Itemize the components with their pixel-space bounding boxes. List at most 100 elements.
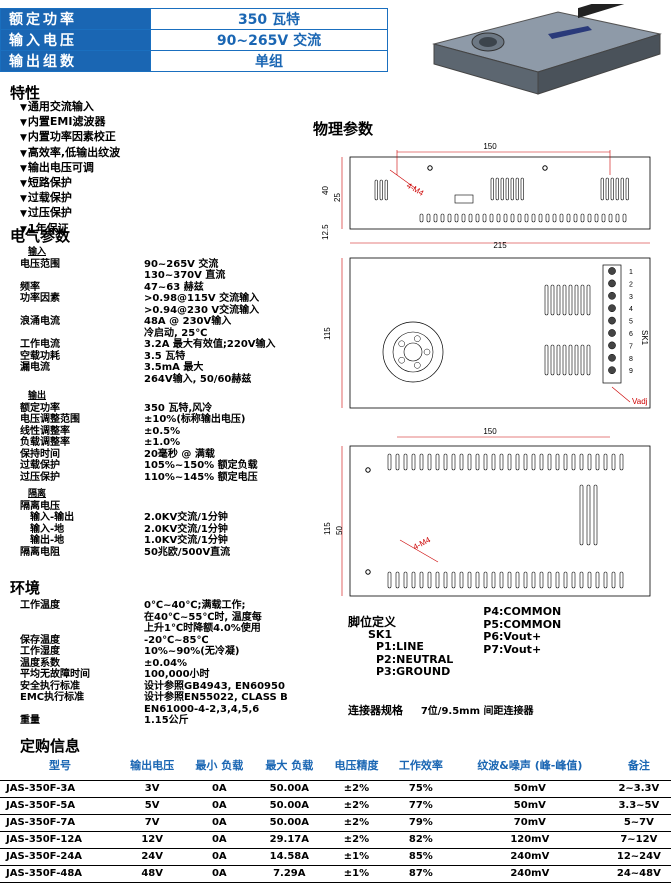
dim-length: 215 (493, 241, 507, 250)
electrical-title: 电气参数 (10, 227, 71, 245)
terminal-number: 2 (629, 281, 633, 288)
product-image (432, 4, 662, 95)
input-param: 冷启动, 25℃ (20, 328, 276, 340)
vent-slot (586, 344, 591, 376)
input-param-value: 47~63 赫兹 (144, 281, 204, 293)
terminal-screw (608, 279, 616, 288)
table-cell: 0A (184, 865, 255, 883)
spec-key: 输出组数 (0, 50, 151, 72)
table-cell: 3V (119, 780, 185, 798)
output-param-label: 过载保护 (20, 460, 60, 471)
vent-slot (419, 571, 424, 589)
vent-slot (419, 453, 424, 471)
vent-slot (544, 344, 549, 376)
input-param-label: 空载功耗 (20, 350, 60, 362)
vent-slot (379, 179, 383, 201)
pinout-section: 脚位定义 SK1 P1:LINE P2:NEUTRAL P3:GROUND P4… (348, 605, 561, 679)
terminal-number: 5 (629, 319, 633, 326)
vent-slot (467, 453, 472, 471)
output-param-value: ±0.5% (144, 425, 181, 437)
vent-slot (579, 484, 584, 546)
vent-slot (587, 571, 592, 589)
output-param-value: 350 瓦特,风冷 (144, 402, 213, 414)
table-cell: 5V (119, 797, 185, 815)
features-title: 特性 (10, 84, 41, 102)
connector-spec-label: 连接器规格 (348, 704, 403, 717)
feature-item: 内置EMI滤波器 (20, 115, 120, 130)
spec-row: 输入电压 90~265V 交流 (0, 29, 388, 51)
environment-title: 环境 (10, 579, 41, 597)
isolation-param-label: 隔离电阻 (20, 546, 60, 558)
table-cell: 50mV (453, 780, 607, 798)
input-param-value: 3.2A 最大有效值;220V输入 (144, 339, 276, 350)
vent-slot (531, 453, 536, 471)
table-cell: 29.17A (254, 831, 325, 849)
input-param: 264V输入, 50/60赫兹 (20, 374, 276, 386)
environment-param-value: EN61000-4-2,3,4,5,6 (144, 703, 260, 715)
vent-slot (435, 453, 440, 471)
vent-slot (467, 571, 472, 589)
input-subtitle: 输入 (28, 247, 47, 257)
table-cell: ±2% (324, 780, 389, 798)
vent-slot (587, 213, 592, 223)
table-cell: 50.00A (254, 780, 325, 798)
vent-slot (503, 213, 508, 223)
input-param-value: >0.98@115V 交流输入 (144, 293, 260, 304)
feature-item: 通用交流输入 (20, 100, 120, 115)
vent-slot (544, 284, 549, 316)
vent-slot (552, 213, 557, 223)
environment-param-label (20, 623, 144, 635)
vent-slot (403, 453, 408, 471)
input-param: 空载功耗 3.5 瓦特 (20, 351, 276, 363)
spec-value: 单组 (150, 50, 388, 72)
input-param: >0.94@230 V交流输入 (20, 305, 276, 317)
environment-param-label: 平均无故障时间 (20, 669, 90, 680)
feature-item: 短路保护 (20, 176, 120, 191)
fan-grille (382, 321, 444, 383)
vent-slot (580, 344, 585, 376)
vent-slot (507, 571, 512, 589)
table-cell: 12V (119, 831, 185, 849)
environment-param-label (20, 612, 144, 624)
order-header-cell: 输出电压 (119, 752, 185, 781)
vent-slot (395, 453, 400, 471)
vent-slot (515, 177, 519, 201)
input-param: 工作电流 3.2A 最大有效值;220V输入 (20, 339, 276, 351)
vent-slot (499, 571, 504, 589)
vent-slot (427, 453, 432, 471)
vent-slot (562, 344, 567, 376)
vent-slot (443, 453, 448, 471)
table-cell: ±2% (324, 797, 389, 815)
environment-param-value: 1.15公斤 (144, 715, 189, 726)
terminal-screw (608, 341, 616, 350)
input-param-label (20, 374, 144, 386)
environment-param: 在40℃~55℃时, 温度每 (20, 612, 288, 624)
spec-header-table: 额定功率 350 瓦特 输入电压 90~265V 交流 输出组数 单组 (0, 8, 388, 72)
vent-slot (447, 213, 452, 223)
environment-param-value: 0℃~40℃;满载工作; (144, 600, 246, 611)
vent-slot (507, 453, 512, 471)
pin-item: P7:Vout+ (483, 642, 542, 656)
environment-param-value: ±0.04% (144, 657, 188, 669)
input-param-label: 浪涌电流 (20, 316, 60, 327)
table-cell: ±2% (324, 814, 389, 832)
vent-slot (539, 453, 544, 471)
input-param-value: 冷启动, 25℃ (144, 327, 208, 339)
table-cell: 75% (388, 780, 454, 798)
vent-slot (620, 177, 624, 201)
spec-key: 输入电压 (0, 29, 151, 51)
input-param-value: 3.5 瓦特 (144, 350, 186, 362)
vent-slot (587, 453, 592, 471)
input-param-label: 工作电流 (20, 339, 60, 350)
table-cell: 87% (388, 865, 454, 883)
vent-slot (574, 344, 579, 376)
vent-slot (601, 213, 606, 223)
